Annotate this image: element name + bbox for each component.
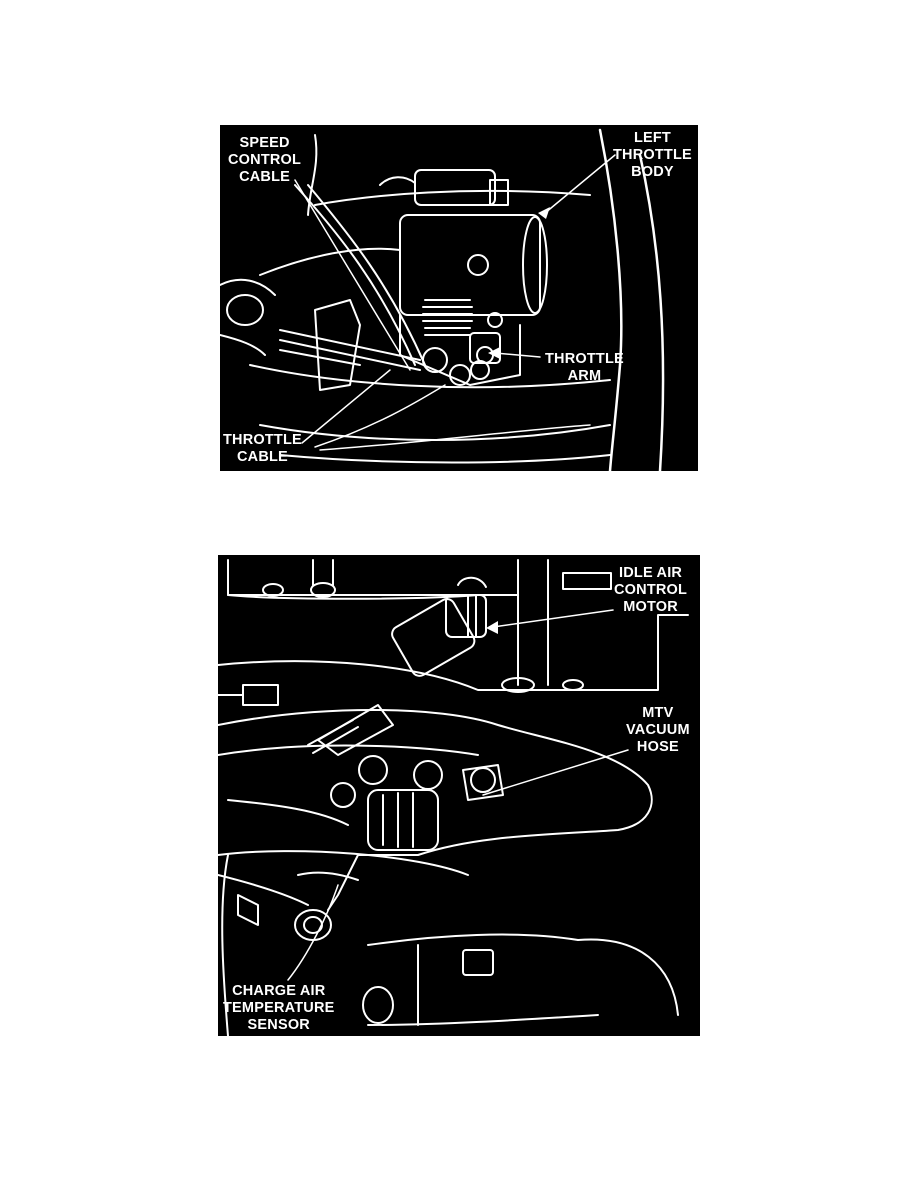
label-left-throttle-body: LEFT THROTTLE BODY [613, 130, 692, 180]
label-idle-air-control-motor: IDLE AIR CONTROL MOTOR [614, 565, 688, 615]
label-throttle-arm: THROTTLE ARM [545, 351, 624, 384]
throttle-body-diagram: SPEED CONTROL CABLE LEFT THROTTLE BODY T… [220, 125, 698, 471]
intake-manifold-diagram: IDLE AIR CONTROL MOTOR MTV VACUUM HOSE C… [218, 555, 700, 1036]
intake-manifold-illustration [218, 559, 689, 1036]
label-mtv-vacuum-hose: MTV VACUUM HOSE [626, 705, 690, 755]
label-throttle-cable: THROTTLE CABLE [223, 432, 302, 465]
throttle-body-illustration [220, 128, 665, 471]
label-charge-air-temperature-sensor: CHARGE AIR TEMPERATURE SENSOR [223, 983, 335, 1033]
label-speed-control-cable: SPEED CONTROL CABLE [228, 135, 302, 185]
